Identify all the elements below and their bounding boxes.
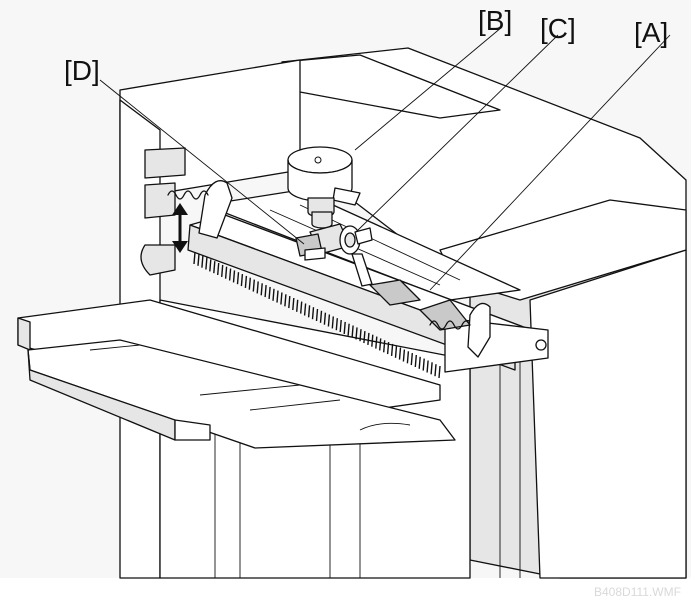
leader-c [355,34,559,233]
left-arm [198,180,233,239]
gear-c [309,223,373,287]
right-spring-arm [429,302,491,358]
motor-b [287,146,361,229]
callout-c: [C] [540,13,576,44]
left-bracket-upper [144,147,186,179]
figure-watermark: B408D111.WMF [594,585,681,599]
output-trays [17,299,456,449]
right-arm [467,302,491,358]
leader-a [429,34,671,291]
guide-pivot-pin [535,339,547,351]
gear-link [351,253,373,287]
motor-bracket [332,187,361,206]
guide-comb-teeth [193,251,441,379]
guide-bar-front [187,224,516,371]
up-down-arrow-icon [172,203,188,253]
leader-d [99,79,305,245]
leader-b [354,26,503,151]
leader-lines [99,26,671,291]
callout-a: [A] [634,17,668,48]
right-side-panel [529,249,687,579]
left-spring-arm [167,180,233,239]
right-spring [429,320,471,330]
left-bracket-lower [144,182,176,219]
motor-shaft [311,211,333,229]
callout-b: [B] [478,5,512,36]
callout-d: [D] [64,55,100,86]
left-bracket-clip [140,244,176,276]
left-spring [167,190,209,200]
sensor-d [295,233,326,261]
